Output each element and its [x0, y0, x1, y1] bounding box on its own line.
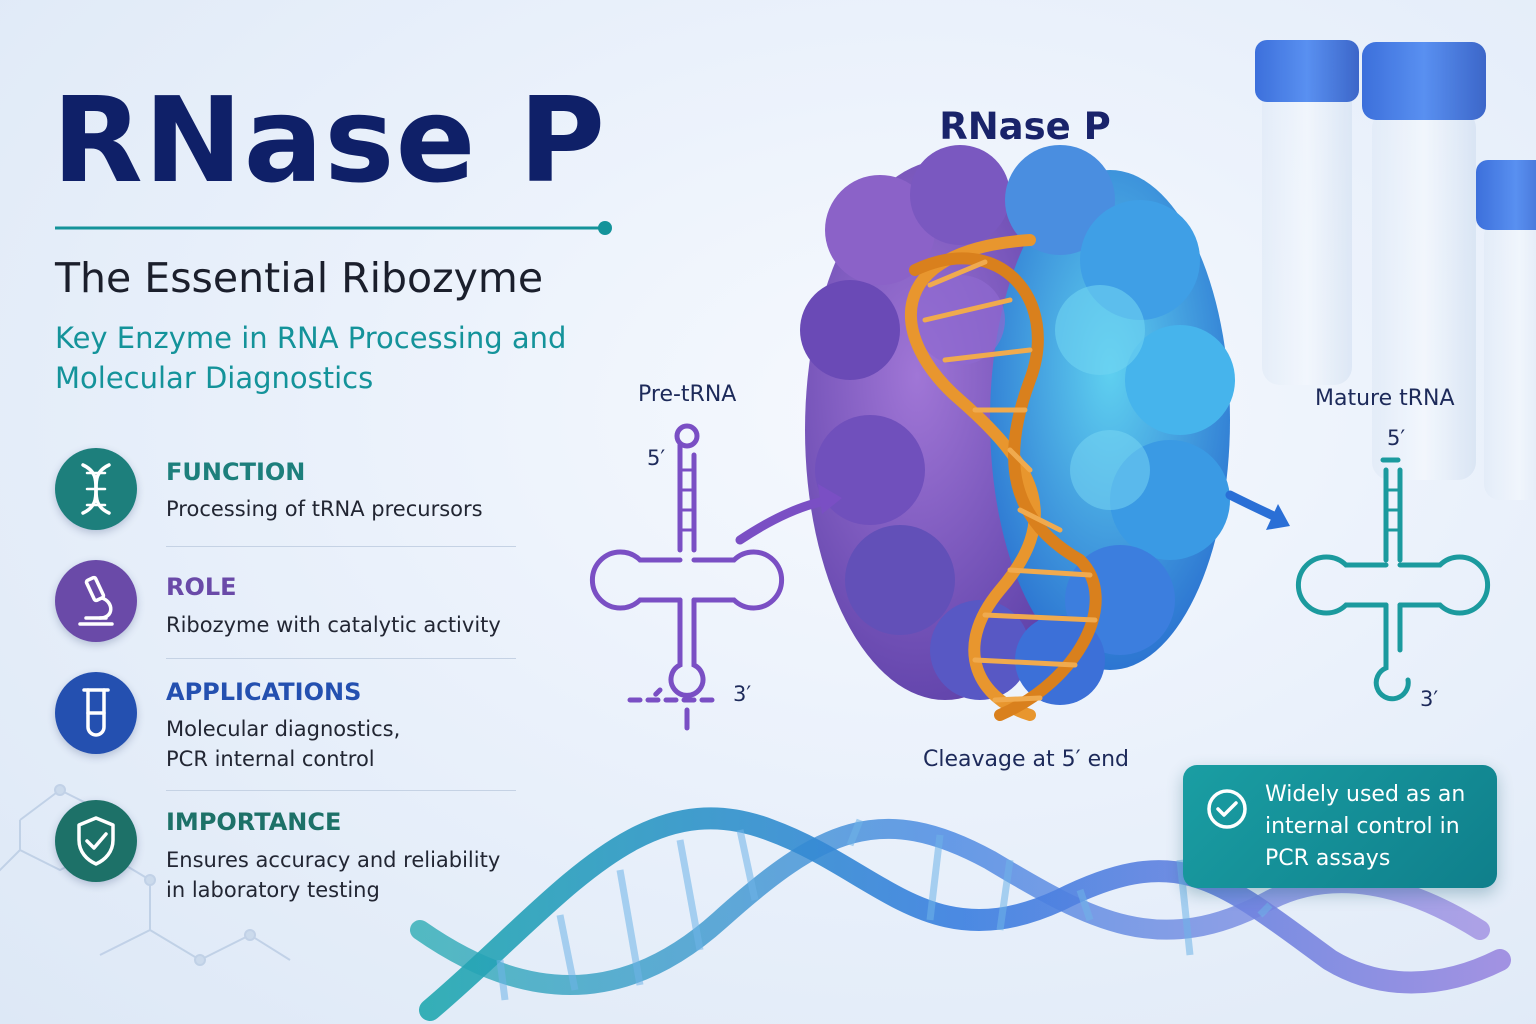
microscope-icon [55, 560, 137, 642]
item-text-applications: Molecular diagnostics, PCR internal cont… [166, 714, 400, 774]
item-heading-role: ROLE [166, 573, 237, 601]
item-line: Ribozyme with catalytic activity [166, 613, 501, 637]
divider [166, 790, 516, 791]
mature-trna-3-prime: 3′ [1420, 687, 1439, 711]
item-heading-function: FUNCTION [166, 458, 306, 486]
tagline: Key Enzyme in RNA Processing and Molecul… [55, 321, 567, 395]
item-heading-applications: APPLICATIONS [166, 678, 362, 706]
item-line: Processing of tRNA precursors [166, 497, 483, 521]
cleavage-caption: Cleavage at 5′ end [923, 747, 1130, 772]
item-line: PCR internal control [166, 747, 375, 771]
test-tube-icon [55, 672, 137, 754]
divider [166, 658, 516, 659]
internal-control-callout: Widely used as an internal control in PC… [1183, 765, 1497, 888]
divider [166, 546, 516, 547]
subtitle: The Essential Ribozyme [55, 254, 544, 302]
check-circle-icon [1207, 789, 1247, 829]
item-text-role: Ribozyme with catalytic activity [166, 610, 501, 640]
shield-check-icon [55, 800, 137, 882]
mature-trna-5-prime: 5′ [1387, 426, 1406, 450]
mature-trna-label: Mature tRNA [1315, 386, 1455, 411]
main-title: RNase P [52, 71, 607, 209]
arrow-into-enzyme [735, 484, 842, 545]
item-text-function: Processing of tRNA precursors [166, 494, 483, 524]
item-text-importance: Ensures accuracy and reliability in labo… [166, 845, 500, 905]
diagram-title: RNase P [939, 105, 1111, 148]
item-line: in laboratory testing [166, 878, 380, 902]
callout-text: Widely used as an internal control in PC… [1265, 782, 1466, 871]
pre-trna-label: Pre-tRNA [638, 382, 737, 407]
dna-icon [55, 448, 137, 530]
item-line: Ensures accuracy and reliability [166, 848, 501, 872]
mature-trna-cloverleaf [1295, 457, 1491, 702]
arrow-out-of-enzyme [1225, 490, 1290, 530]
pre-trna-3-prime: 3′ [733, 682, 752, 706]
title-underline [55, 221, 612, 235]
rna-double-helix [904, 234, 1102, 721]
pre-trna-cloverleaf [589, 423, 785, 731]
item-line: Molecular diagnostics, [166, 717, 401, 741]
pre-trna-5-prime: 5′ [647, 446, 666, 470]
test-vials-decoration [1255, 40, 1536, 500]
item-heading-importance: IMPORTANCE [166, 808, 342, 836]
